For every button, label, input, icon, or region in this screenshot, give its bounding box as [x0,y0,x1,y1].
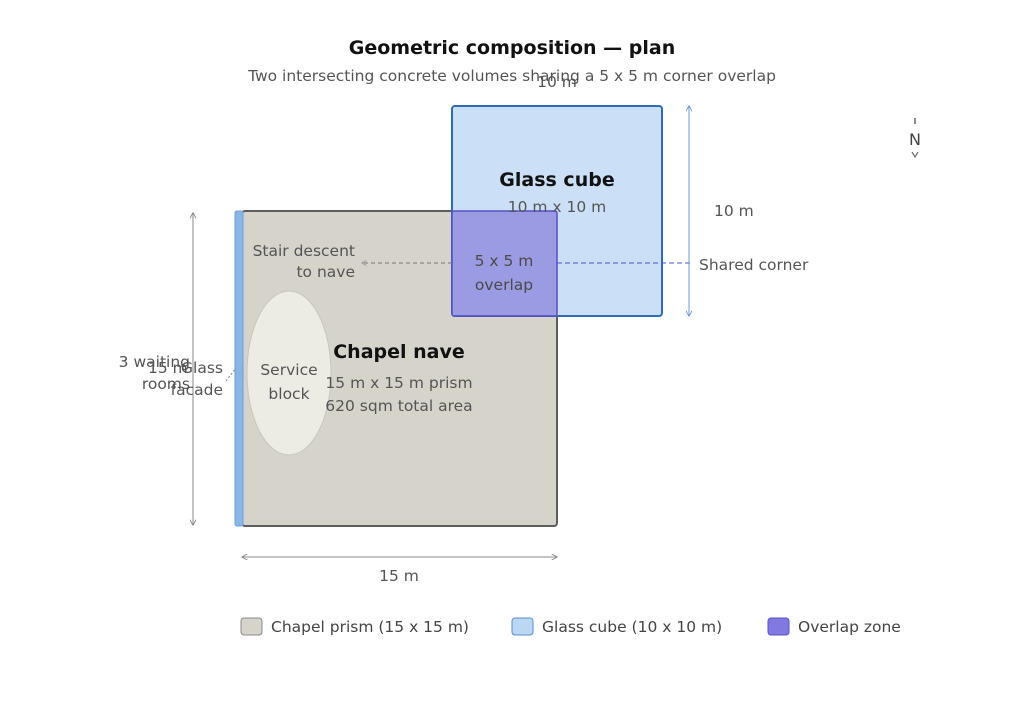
waiting-rooms-label-line1: 3 waiting [119,353,190,371]
chapel-height-label: 15 m [148,359,188,377]
stair-label-line2: to nave [296,263,355,281]
service-block-label-line1: Service [260,361,317,379]
shared-corner-label: Shared corner [699,256,809,274]
glass-facade-strip [234,210,244,527]
page-subtitle: Two intersecting concrete volumes sharin… [247,67,776,85]
legend-label-cube: Glass cube (10 x 10 m) [542,618,722,636]
north-arrow-icon [911,151,919,159]
overlap-label-line1: 5 x 5 m [475,252,534,270]
chapel-width-label: 15 m [379,567,419,585]
chapel-dimensions-text: 15 m x 15 m prism [325,374,472,392]
cube-size: 10 m x 10 m [508,198,607,216]
cube-width-label: 10 m [537,73,577,91]
glass-facade-leader [225,367,237,382]
cube-title: Glass cube [499,169,614,191]
north-label: N [909,130,921,149]
service-block-label-line2: block [268,385,309,403]
legend-label-overlap: Overlap zone [798,618,901,636]
glass-facade-label-line2: facade [171,381,223,399]
chapel-title: Chapel nave [333,341,465,363]
legend-swatch-overlap [767,617,790,636]
stair-label-line1: Stair descent [253,242,355,260]
cube-height-label: 10 m [714,202,754,220]
waiting-rooms-label-line2: rooms [142,375,190,393]
page-title: Geometric composition — plan [349,37,676,59]
legend-swatch-cube [511,617,534,636]
chapel-area-text: 620 sqm total area [325,397,472,415]
service-block [246,290,332,456]
overlap-label-line2: overlap [475,276,533,294]
legend-swatch-chapel [240,617,263,636]
glass-facade-label-line1: Glass [181,359,223,377]
legend-label-chapel: Chapel prism (15 x 15 m) [271,618,469,636]
